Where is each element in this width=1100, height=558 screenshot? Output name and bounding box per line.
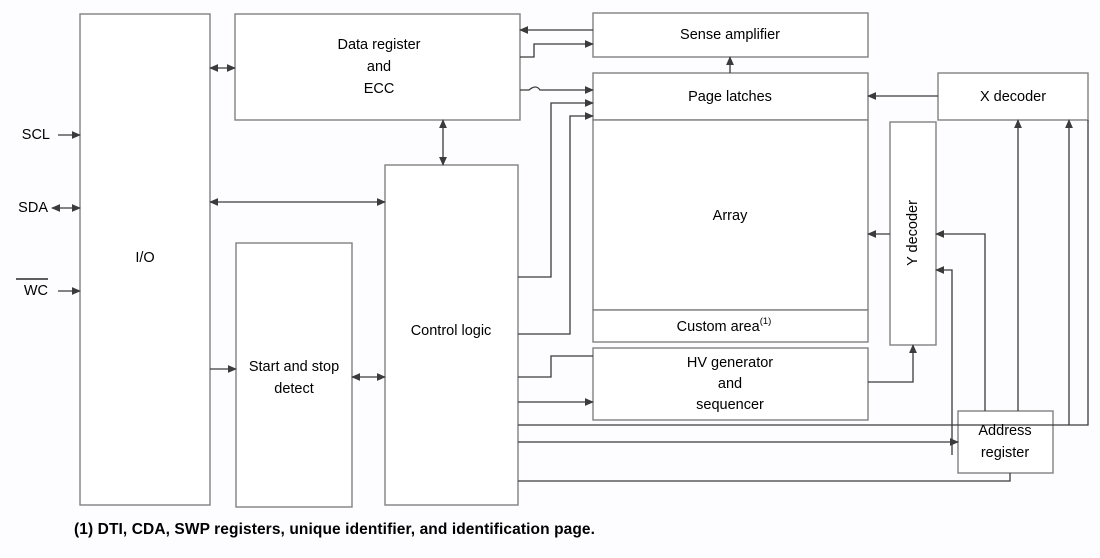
block-hv-generator — [592, 347, 869, 421]
signal-label-scl: SCL — [22, 127, 50, 143]
block-control-logic — [384, 164, 519, 506]
label-data-register-line2: and — [367, 59, 391, 75]
label-hv-generator-line2: and — [718, 376, 742, 392]
wire-control-logic-bus-top — [518, 120, 1089, 426]
wire-hv-generator-to-y-decoder — [868, 344, 918, 383]
label-data-register-line1: Data register — [337, 37, 420, 53]
label-hv-generator-line1: HV generator — [687, 355, 773, 371]
label-control-logic: Control logic — [411, 323, 492, 339]
label-custom-area: Custom area(1) — [677, 316, 772, 335]
block-address-register — [957, 410, 1054, 474]
label-start-stop-detect-line2: detect — [274, 381, 314, 397]
wire-control-logic-to-page-latches-b — [518, 111, 594, 335]
wire-data-register-to-sense-amp — [520, 39, 594, 58]
label-start-stop-detect-line1: Start and stop — [249, 359, 339, 375]
wire-data-register-to-page-latches — [520, 85, 594, 95]
block-data-register — [234, 13, 521, 121]
label-y-decoder: Y decoder — [905, 200, 921, 266]
label-address-register-line2: register — [981, 445, 1030, 461]
wire-control-logic-bus-bottom — [518, 473, 1011, 482]
block-sense-amplifier — [592, 12, 869, 58]
block-custom-area — [592, 309, 869, 343]
label-data-register-line3: ECC — [364, 81, 395, 97]
block-start-stop-detect — [235, 242, 353, 508]
signal-label-wc: WC — [24, 283, 48, 299]
label-hv-generator-line3: sequencer — [696, 397, 764, 413]
wire-control-logic-to-page-latches-a — [518, 98, 594, 278]
signal-label-sda: SDA — [18, 200, 48, 216]
label-address-register-line1: Address — [978, 423, 1031, 439]
wire-control-logic-array-stub — [518, 355, 593, 378]
label-sense-amplifier: Sense amplifier — [680, 27, 780, 43]
label-io: I/O — [135, 250, 154, 266]
wire-address-register-to-y-decoder — [935, 229, 986, 411]
block-y-decoder — [889, 121, 937, 346]
label-array: Array — [713, 208, 748, 224]
block-io — [79, 13, 211, 506]
wire-address-register-to-y-decoder-b — [935, 265, 953, 455]
label-page-latches: Page latches — [688, 89, 772, 105]
block-array — [592, 119, 869, 311]
footnote-text: (1) DTI, CDA, SWP registers, unique iden… — [74, 521, 596, 538]
label-x-decoder: X decoder — [980, 89, 1046, 105]
